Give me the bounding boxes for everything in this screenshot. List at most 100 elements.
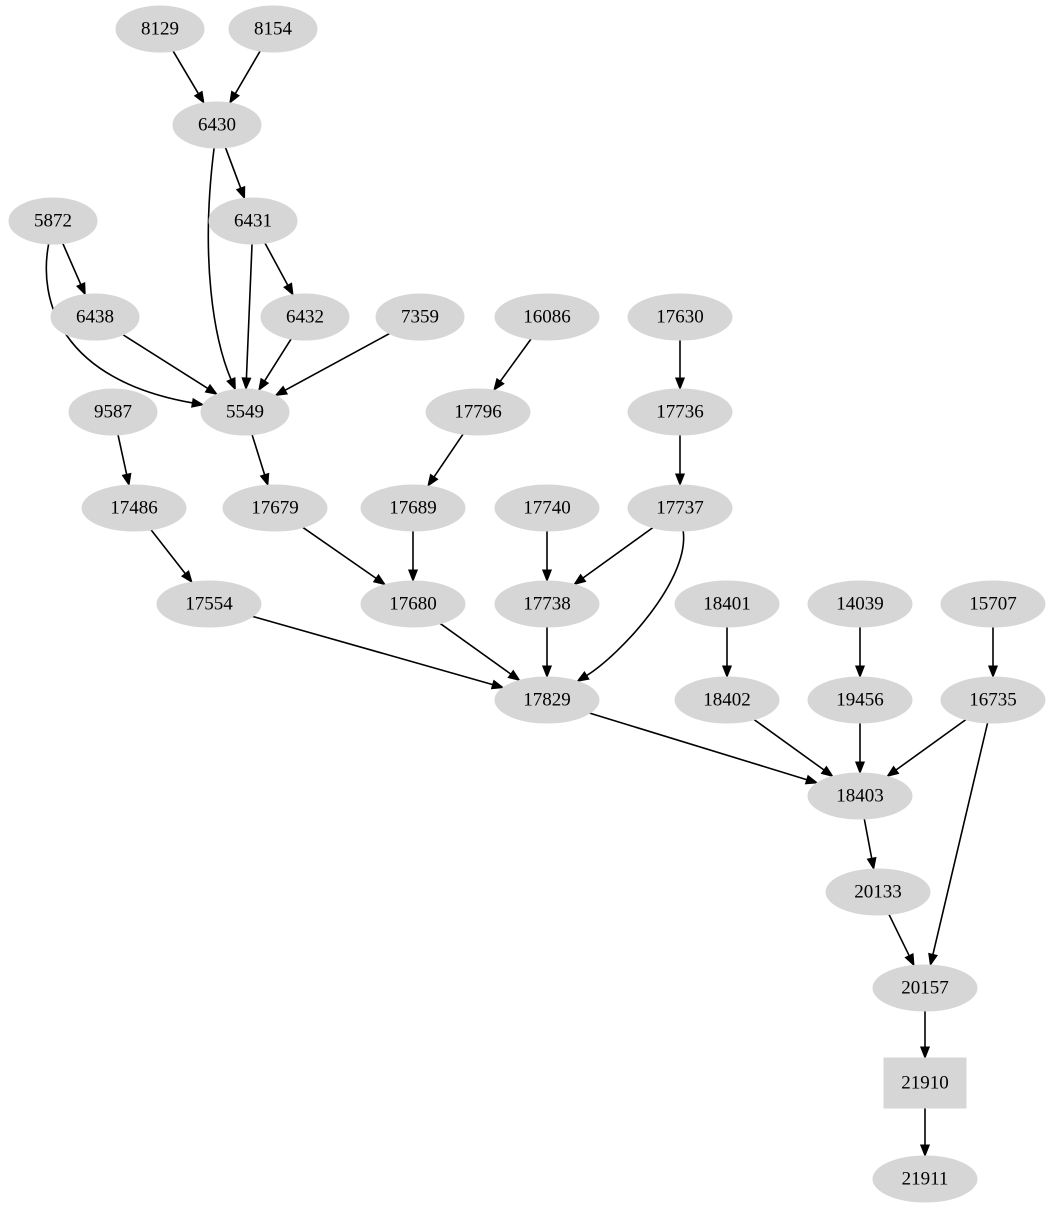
graph-node-14039[interactable]: 14039 bbox=[807, 580, 913, 628]
node-shape-ellipse[interactable] bbox=[50, 293, 140, 341]
graph-edge bbox=[241, 243, 253, 391]
node-shape-rectangle[interactable] bbox=[883, 1057, 967, 1109]
graph-node-6431[interactable]: 6431 bbox=[208, 197, 298, 245]
node-shape-ellipse[interactable] bbox=[208, 197, 298, 245]
node-label: 17796 bbox=[454, 401, 502, 422]
node-shape-ellipse[interactable] bbox=[260, 293, 350, 341]
node-shape-ellipse[interactable] bbox=[627, 484, 733, 532]
graph-node-17740[interactable]: 17740 bbox=[494, 484, 600, 532]
node-shape-ellipse[interactable] bbox=[200, 388, 290, 436]
node-shape-ellipse[interactable] bbox=[674, 580, 780, 628]
graph-edge bbox=[987, 627, 999, 679]
graph-node-20157[interactable]: 20157 bbox=[872, 964, 978, 1012]
graph-node-17679[interactable]: 17679 bbox=[222, 484, 328, 532]
node-label: 20133 bbox=[854, 881, 902, 902]
node-label: 21910 bbox=[901, 1072, 949, 1093]
node-shape-ellipse[interactable] bbox=[494, 484, 600, 532]
node-label: 21911 bbox=[902, 1168, 949, 1189]
graph-node-21910[interactable]: 21910 bbox=[883, 1057, 967, 1109]
graph-edge bbox=[439, 622, 521, 682]
graph-edge bbox=[886, 718, 967, 778]
graph-edge bbox=[122, 334, 219, 395]
node-shape-ellipse[interactable] bbox=[172, 101, 262, 149]
graph-node-5549[interactable]: 5549 bbox=[200, 388, 290, 436]
node-layer: 8129 8154 6430 5872 6431 6438 6432 7359 16086 176… bbox=[8, 5, 1046, 1203]
graph-node-17554[interactable]: 17554 bbox=[156, 580, 262, 628]
graph-node-7359[interactable]: 7359 bbox=[375, 293, 465, 341]
graph-node-17630[interactable]: 17630 bbox=[627, 293, 733, 341]
node-shape-ellipse[interactable] bbox=[940, 580, 1046, 628]
node-shape-ellipse[interactable] bbox=[872, 1155, 978, 1203]
node-label: 16086 bbox=[523, 306, 571, 327]
graph-node-18402[interactable]: 18402 bbox=[674, 676, 780, 724]
graph-edge bbox=[117, 434, 132, 487]
graph-node-9587[interactable]: 9587 bbox=[68, 388, 158, 436]
node-shape-ellipse[interactable] bbox=[940, 676, 1046, 724]
node-label: 17630 bbox=[656, 306, 704, 327]
graph-node-17737[interactable]: 17737 bbox=[627, 484, 733, 532]
node-shape-ellipse[interactable] bbox=[627, 388, 733, 436]
node-shape-ellipse[interactable] bbox=[360, 580, 466, 628]
graph-node-17738[interactable]: 17738 bbox=[494, 580, 600, 628]
graph-node-17796[interactable]: 17796 bbox=[425, 388, 531, 436]
graph-node-18403[interactable]: 18403 bbox=[807, 772, 913, 820]
node-shape-ellipse[interactable] bbox=[68, 388, 158, 436]
node-label: 14039 bbox=[836, 593, 884, 614]
node-shape-ellipse[interactable] bbox=[425, 388, 531, 436]
node-shape-ellipse[interactable] bbox=[807, 676, 913, 724]
graph-node-18401[interactable]: 18401 bbox=[674, 580, 780, 628]
graph-node-8129[interactable]: 8129 bbox=[115, 5, 205, 53]
graph-node-16735[interactable]: 16735 bbox=[940, 676, 1046, 724]
graph-edge bbox=[224, 147, 246, 200]
node-shape-ellipse[interactable] bbox=[627, 293, 733, 341]
graph-node-19456[interactable]: 19456 bbox=[807, 676, 913, 724]
graph-node-5872[interactable]: 5872 bbox=[8, 197, 98, 245]
graph-edge bbox=[274, 332, 390, 397]
node-shape-ellipse[interactable] bbox=[494, 676, 600, 724]
node-label: 17689 bbox=[389, 497, 437, 518]
graph-node-16086[interactable]: 16086 bbox=[494, 293, 600, 341]
graph-edge bbox=[573, 526, 654, 586]
node-label: 20157 bbox=[901, 977, 949, 998]
node-shape-ellipse[interactable] bbox=[494, 293, 600, 341]
node-shape-ellipse[interactable] bbox=[872, 964, 978, 1012]
node-shape-ellipse[interactable] bbox=[222, 484, 328, 532]
node-shape-ellipse[interactable] bbox=[115, 5, 205, 53]
node-shape-ellipse[interactable] bbox=[8, 197, 98, 245]
node-shape-ellipse[interactable] bbox=[807, 772, 913, 820]
node-shape-ellipse[interactable] bbox=[81, 484, 187, 532]
node-shape-ellipse[interactable] bbox=[228, 5, 318, 53]
graph-node-17486[interactable]: 17486 bbox=[81, 484, 187, 532]
graph-edge bbox=[541, 627, 553, 679]
graph-node-6432[interactable]: 6432 bbox=[260, 293, 350, 341]
graph-node-17689[interactable]: 17689 bbox=[360, 484, 466, 532]
node-shape-ellipse[interactable] bbox=[674, 676, 780, 724]
graph-node-6430[interactable]: 6430 bbox=[172, 101, 262, 149]
graph-node-20133[interactable]: 20133 bbox=[825, 868, 931, 916]
node-label: 18403 bbox=[836, 785, 884, 806]
node-shape-ellipse[interactable] bbox=[360, 484, 466, 532]
graph-node-8154[interactable]: 8154 bbox=[228, 5, 318, 53]
graph-edge bbox=[427, 433, 464, 488]
node-shape-ellipse[interactable] bbox=[494, 580, 600, 628]
node-shape-ellipse[interactable] bbox=[156, 580, 262, 628]
node-label: 19456 bbox=[836, 689, 884, 710]
node-label: 16735 bbox=[969, 689, 1017, 710]
node-shape-ellipse[interactable] bbox=[825, 868, 931, 916]
edge-layer bbox=[45, 50, 999, 1158]
node-label: 6438 bbox=[76, 306, 114, 327]
graph-edge bbox=[863, 818, 877, 871]
graph-node-15707[interactable]: 15707 bbox=[940, 580, 1046, 628]
graph-node-17829[interactable]: 17829 bbox=[494, 676, 600, 724]
graph-edge bbox=[207, 147, 236, 391]
node-shape-ellipse[interactable] bbox=[807, 580, 913, 628]
graph-node-21911[interactable]: 21911 bbox=[872, 1155, 978, 1203]
graph-node-17736[interactable]: 17736 bbox=[627, 388, 733, 436]
graph-edge bbox=[576, 530, 685, 683]
node-label: 5872 bbox=[34, 210, 72, 231]
graph-node-17680[interactable]: 17680 bbox=[360, 580, 466, 628]
node-label: 18402 bbox=[703, 689, 751, 710]
graph-node-6438[interactable]: 6438 bbox=[50, 293, 140, 341]
node-shape-ellipse[interactable] bbox=[375, 293, 465, 341]
